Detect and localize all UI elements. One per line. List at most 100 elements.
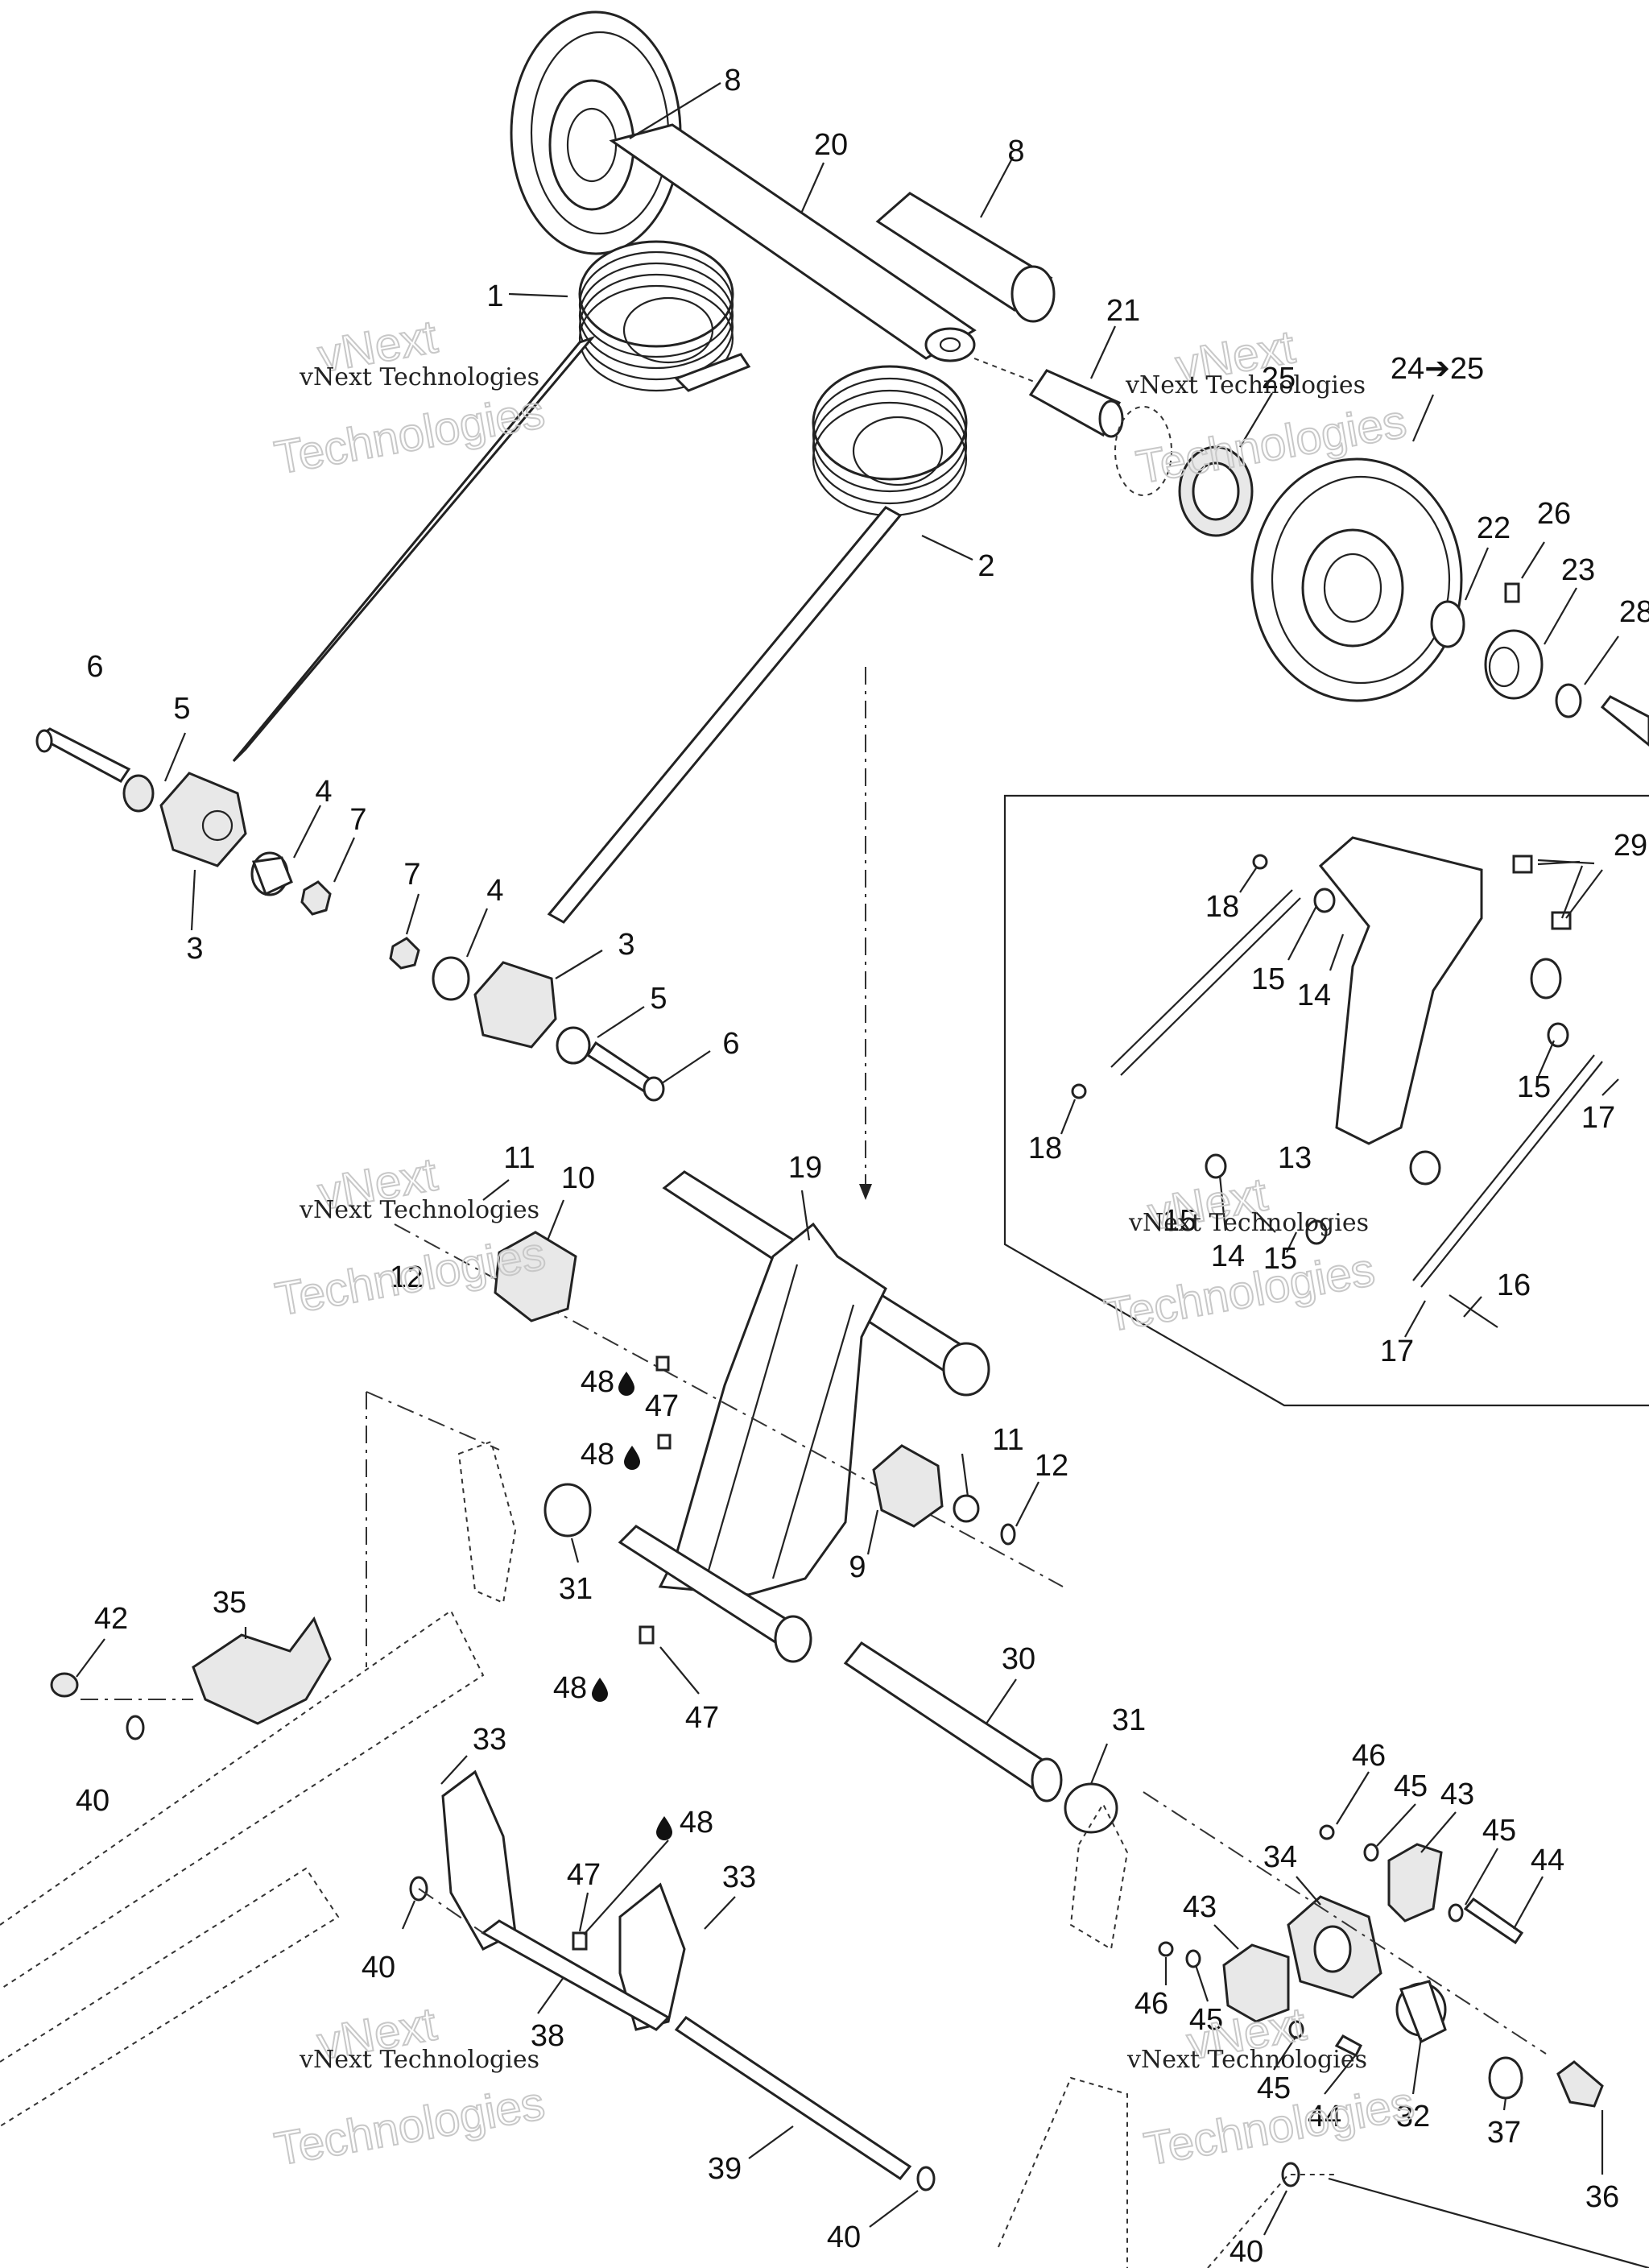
washer-40-c	[916, 2166, 936, 2191]
callout-c9: 9	[849, 1550, 866, 1584]
callout-c38: 38	[531, 2019, 564, 2053]
leader-lines	[76, 82, 1619, 2236]
spacer-tube-8	[875, 192, 1056, 323]
retaining-ring-22	[1430, 600, 1465, 648]
bolt-6-right	[585, 1041, 665, 1102]
callout-c45b: 45	[1482, 1814, 1516, 1848]
bolt-44-upper	[1463, 1897, 1524, 1945]
washer-5-left	[122, 774, 155, 813]
watermark-label: vNext Technologies	[1128, 1209, 1369, 1237]
callout-c48d: 48	[680, 1806, 713, 1840]
callout-c42: 42	[94, 1602, 128, 1636]
callout-c15c: 15	[1163, 1204, 1196, 1238]
watermark-label: vNext Technologies	[299, 363, 539, 391]
callout-c31a: 31	[559, 1572, 593, 1606]
bolt-end-top	[1600, 695, 1649, 747]
callout-c28: 28	[1619, 595, 1649, 629]
bolt-6-left	[35, 727, 131, 783]
callout-c14b: 14	[1211, 1240, 1245, 1273]
callout-c47b: 47	[685, 1701, 719, 1735]
watermark-technologies: Technologies	[271, 386, 548, 485]
shaft-39	[674, 2015, 912, 2181]
inset-arm	[1318, 836, 1562, 1186]
callout-c19: 19	[788, 1151, 822, 1185]
watermark-technologies: Technologies	[271, 2077, 548, 2176]
callout-c18b: 18	[1028, 1132, 1062, 1165]
callout-c48c: 48	[553, 1671, 587, 1705]
callout-c15d: 15	[1263, 1242, 1297, 1276]
frame-rail-left	[0, 1609, 485, 2127]
callout-c26: 26	[1537, 497, 1571, 531]
nut-7-right	[389, 937, 420, 970]
watermark-label: vNext Technologies	[1125, 371, 1366, 399]
callout-c14a: 14	[1297, 979, 1331, 1012]
callout-c16: 16	[1497, 1269, 1531, 1302]
callout-c17b: 17	[1380, 1335, 1414, 1368]
spacer-4-left	[250, 851, 293, 896]
callout-c39: 39	[708, 2152, 742, 2186]
watermark-technologies: Technologies	[271, 1227, 549, 1326]
callout-c13: 13	[1278, 1141, 1312, 1175]
callout-c29: 29	[1614, 829, 1647, 863]
torsion-spring-1	[232, 240, 751, 763]
callout-c11b: 11	[992, 1423, 1023, 1457]
callout-c45a: 45	[1394, 1769, 1428, 1803]
top-idler-wheel	[510, 10, 682, 255]
watermark-5: vNext Technologies	[270, 1997, 549, 2176]
callout-c47c: 47	[567, 1858, 601, 1892]
bracket-43-upper	[1387, 1843, 1443, 1922]
callout-c40c: 40	[827, 2220, 861, 2254]
washer-5-right	[556, 1026, 591, 1065]
callout-c6b: 6	[722, 1027, 739, 1061]
callout-c3b: 3	[618, 928, 634, 962]
callout-c8b: 8	[1007, 135, 1024, 168]
callout-c31b: 31	[1112, 1703, 1146, 1737]
bushing-21	[1028, 369, 1124, 438]
inset-detail	[1003, 794, 1649, 1407]
collar-23	[1484, 629, 1544, 700]
bearing-25	[1178, 445, 1254, 537]
mount-35	[192, 1616, 332, 1725]
nut-42	[50, 1672, 79, 1698]
callout-c32: 32	[1396, 2100, 1430, 2133]
callout-c44b: 44	[1308, 2100, 1341, 2133]
bracket-43-lower	[1222, 1943, 1290, 2023]
callout-c5b: 5	[650, 982, 667, 1016]
callout-c25a: 25	[1262, 362, 1296, 395]
cross-tube-30	[618, 1525, 1063, 1802]
callout-c45d: 45	[1257, 2071, 1291, 2105]
callout-c47a: 47	[645, 1389, 679, 1423]
mount-34	[1287, 1895, 1382, 1999]
watermark-label: vNext Technologies	[1126, 2046, 1367, 2074]
callout-c6a: 6	[86, 650, 103, 684]
watermark-label: vNext Technologies	[299, 1196, 539, 1224]
washer-28	[1555, 683, 1582, 718]
callout-c34: 34	[1263, 1840, 1297, 1874]
callout-c46b: 46	[1134, 1987, 1168, 2021]
shaft-38	[481, 1919, 671, 2031]
bolt-36	[1556, 2060, 1604, 2108]
watermark-label: vNext Technologies	[299, 2046, 539, 2074]
bushing-31-left	[543, 1483, 592, 1538]
nut-7-left	[300, 880, 332, 916]
callout-c17a: 17	[1581, 1101, 1615, 1135]
callout-c10: 10	[561, 1161, 595, 1195]
callout-c24: 24➔25	[1391, 352, 1484, 386]
circlip-21	[1114, 406, 1172, 496]
callout-c3a: 3	[186, 932, 203, 966]
callout-c43a: 43	[1440, 1778, 1474, 1811]
callout-c7b: 7	[403, 858, 420, 892]
callout-c45c: 45	[1189, 2003, 1223, 2037]
callout-c1: 1	[486, 279, 503, 313]
callout-c23: 23	[1561, 553, 1595, 587]
callout-c21: 21	[1106, 294, 1140, 328]
rear-arm-19	[658, 1170, 990, 1596]
callout-c33b: 33	[722, 1860, 756, 1894]
callout-c11a: 11	[503, 1141, 535, 1175]
callout-c12b: 12	[1035, 1449, 1068, 1483]
callout-c46a: 46	[1352, 1739, 1386, 1773]
callout-c4b: 4	[486, 874, 503, 908]
callout-c15b: 15	[1517, 1070, 1551, 1104]
